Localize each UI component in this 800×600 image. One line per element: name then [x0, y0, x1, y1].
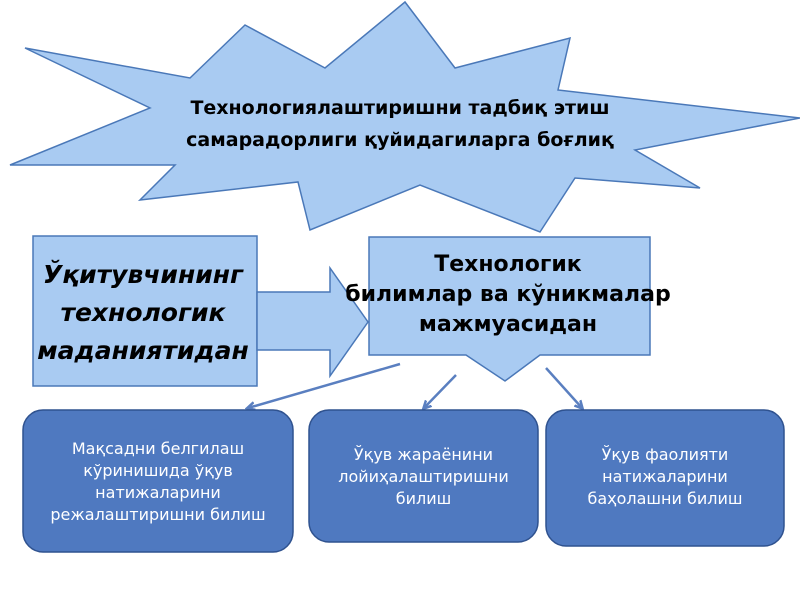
box-1-shape: [22, 409, 294, 553]
box-3-shape: [545, 409, 785, 547]
box-2: Ўқув жараёнини лойиҳалаштиришни билиш: [310, 412, 537, 542]
box-3-text: Ўқув фаолияти натижаларини баҳолашни бил…: [587, 445, 743, 508]
box-2-text: Ўқув жараёнини лойиҳалаштиришни билиш: [338, 445, 509, 508]
arrow-to-box-1: [248, 362, 401, 408]
arrow-to-box-2: [424, 374, 457, 408]
box-1-text: Мақсадни белгилаш кўринишида ўқув натижа…: [50, 439, 266, 524]
box-1: Мақсадни белгилаш кўринишида ўқув натижа…: [24, 412, 292, 552]
box-3: Ўқув фаолияти натижаларини баҳолашни бил…: [547, 412, 783, 542]
center-block-shape: [368, 236, 651, 382]
center-block-title: Технологик билимлар ва кўникмалар мажмуа…: [345, 252, 671, 337]
left-block-shape: [32, 235, 258, 387]
block-arrow-shape: [256, 265, 369, 379]
left-block-title: Ўқитувчининг технологик маданиятидан: [37, 260, 249, 365]
explosion-shape: [9, 0, 800, 233]
arrow-to-box-3: [545, 367, 582, 408]
box-2-shape: [308, 409, 539, 543]
star-title: Технологиялаштиришни тадбиқ этиш самарад…: [186, 97, 614, 151]
